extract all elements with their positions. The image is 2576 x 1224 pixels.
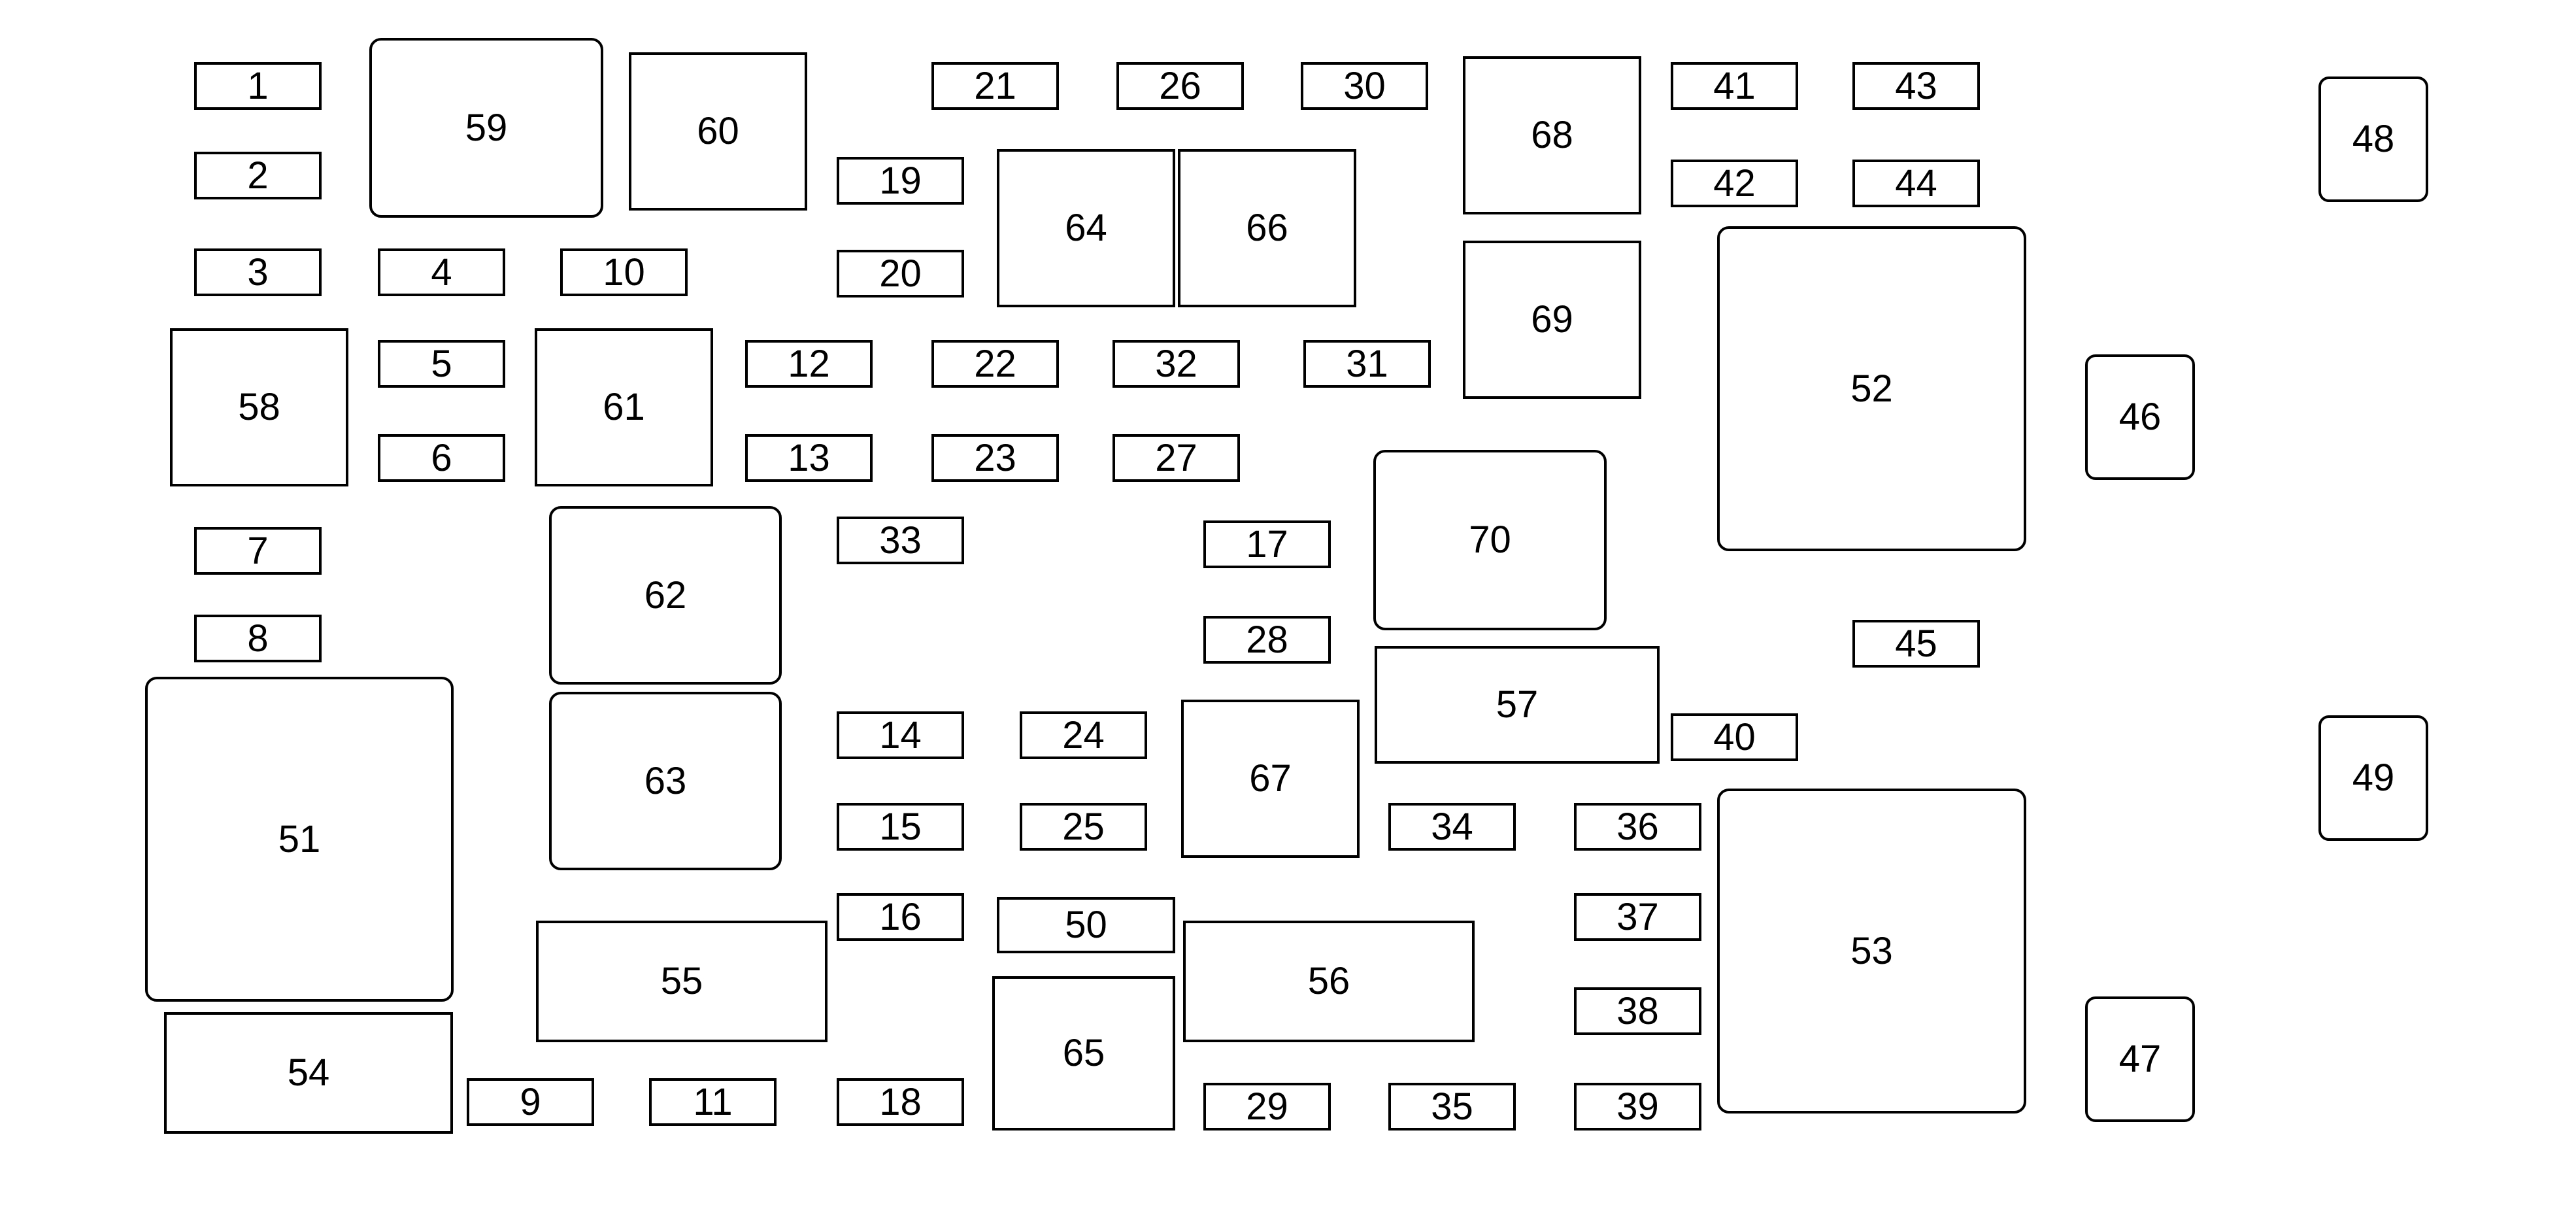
relay-slot-57: 57 bbox=[1375, 646, 1660, 764]
relay-slot-47: 47 bbox=[2085, 996, 2195, 1122]
fuse-slot-28: 28 bbox=[1203, 616, 1331, 664]
fuse-slot-31: 31 bbox=[1303, 340, 1431, 388]
fuse-slot-10: 10 bbox=[560, 248, 688, 296]
fuse-slot-5: 5 bbox=[378, 340, 505, 388]
relay-slot-48: 48 bbox=[2318, 76, 2428, 202]
fuse-slot-8: 8 bbox=[194, 615, 322, 662]
fuse-slot-34: 34 bbox=[1388, 803, 1516, 851]
fuse-slot-2: 2 bbox=[194, 152, 322, 199]
relay-slot-64: 64 bbox=[997, 149, 1175, 307]
relay-slot-66: 66 bbox=[1178, 149, 1356, 307]
fuse-slot-14: 14 bbox=[837, 711, 964, 759]
fuse-slot-17: 17 bbox=[1203, 520, 1331, 568]
relay-slot-58: 58 bbox=[170, 328, 348, 486]
fuse-slot-30: 30 bbox=[1301, 62, 1428, 110]
fuse-slot-40: 40 bbox=[1671, 713, 1798, 761]
fuse-slot-29: 29 bbox=[1203, 1083, 1331, 1130]
fuse-slot-50: 50 bbox=[997, 897, 1175, 953]
fuse-slot-22: 22 bbox=[931, 340, 1059, 388]
fuse-slot-32: 32 bbox=[1112, 340, 1240, 388]
relay-slot-56: 56 bbox=[1183, 921, 1475, 1042]
fuse-slot-6: 6 bbox=[378, 434, 505, 482]
fuse-slot-20: 20 bbox=[837, 250, 964, 298]
fuse-slot-15: 15 bbox=[837, 803, 964, 851]
relay-slot-52: 52 bbox=[1717, 226, 2026, 551]
fuse-slot-44: 44 bbox=[1852, 160, 1980, 207]
fuse-slot-35: 35 bbox=[1388, 1083, 1516, 1130]
fuse-slot-16: 16 bbox=[837, 893, 964, 941]
relay-slot-49: 49 bbox=[2318, 715, 2428, 841]
relay-slot-67: 67 bbox=[1181, 700, 1360, 858]
fuse-slot-9: 9 bbox=[467, 1078, 594, 1126]
fuse-slot-26: 26 bbox=[1116, 62, 1244, 110]
fuse-slot-7: 7 bbox=[194, 527, 322, 575]
fuse-slot-36: 36 bbox=[1574, 803, 1701, 851]
fuse-slot-23: 23 bbox=[931, 434, 1059, 482]
fuse-slot-18: 18 bbox=[837, 1078, 964, 1126]
fuse-slot-38: 38 bbox=[1574, 987, 1701, 1035]
relay-slot-68: 68 bbox=[1463, 56, 1641, 214]
fuse-slot-37: 37 bbox=[1574, 893, 1701, 941]
fuse-slot-24: 24 bbox=[1020, 711, 1147, 759]
fuse-slot-39: 39 bbox=[1574, 1083, 1701, 1130]
relay-slot-60: 60 bbox=[629, 52, 807, 211]
fuse-slot-1: 1 bbox=[194, 62, 322, 110]
fuse-slot-19: 19 bbox=[837, 157, 964, 205]
fuse-slot-3: 3 bbox=[194, 248, 322, 296]
relay-slot-54: 54 bbox=[164, 1012, 453, 1134]
fuse-slot-21: 21 bbox=[931, 62, 1059, 110]
relay-slot-53: 53 bbox=[1717, 789, 2026, 1114]
fuse-slot-4: 4 bbox=[378, 248, 505, 296]
relay-slot-65: 65 bbox=[992, 976, 1175, 1130]
relay-slot-70: 70 bbox=[1373, 450, 1607, 630]
fuse-slot-33: 33 bbox=[837, 517, 964, 564]
fuse-slot-12: 12 bbox=[745, 340, 873, 388]
relay-slot-55: 55 bbox=[536, 921, 828, 1042]
fuse-slot-11: 11 bbox=[649, 1078, 777, 1126]
relay-slot-51: 51 bbox=[145, 677, 454, 1002]
fuse-slot-43: 43 bbox=[1852, 62, 1980, 110]
relay-slot-59: 59 bbox=[369, 38, 603, 218]
fuse-slot-45: 45 bbox=[1852, 620, 1980, 668]
relay-slot-61: 61 bbox=[535, 328, 713, 486]
fuse-slot-41: 41 bbox=[1671, 62, 1798, 110]
fuse-slot-25: 25 bbox=[1020, 803, 1147, 851]
fuse-slot-42: 42 bbox=[1671, 160, 1798, 207]
relay-slot-46: 46 bbox=[2085, 354, 2195, 480]
fuse-slot-27: 27 bbox=[1112, 434, 1240, 482]
relay-slot-69: 69 bbox=[1463, 241, 1641, 399]
relay-slot-63: 63 bbox=[549, 692, 782, 870]
fuse-slot-13: 13 bbox=[745, 434, 873, 482]
relay-slot-62: 62 bbox=[549, 506, 782, 685]
